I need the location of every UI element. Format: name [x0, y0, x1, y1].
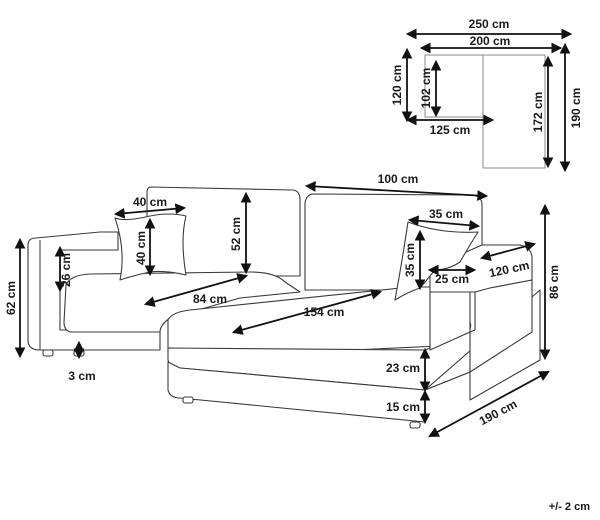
back-cushion-width-arrow: [304, 181, 489, 201]
plan-total-width-label: 250 cm: [469, 17, 510, 31]
total-height-label: 62 cm: [4, 281, 18, 315]
armrest-width-label: 25 cm: [435, 272, 469, 286]
seat-cushion-height-label: 23 cm: [386, 361, 420, 375]
armrest-height-label: 26 cm: [59, 253, 73, 287]
plan-chaise-offset-label: 125 cm: [430, 123, 471, 137]
plan-chaise-inner-label: 172 cm: [531, 92, 545, 133]
sofa-drawing: [27, 186, 541, 429]
chaise-width-arrow: [479, 241, 537, 261]
tolerance-note: +/- 2 cm: [549, 501, 590, 513]
chaise-length-arrow: [231, 289, 383, 335]
seat-depth-arrow: [143, 273, 249, 307]
pillow-right-width-label: 35 cm: [429, 207, 463, 221]
chaise-length-label: 154 cm: [304, 305, 345, 319]
total-length-label: 190 cm: [477, 397, 520, 428]
leg-chaise-right: [409, 421, 421, 429]
plan-depth-back-label: 120 cm: [390, 65, 404, 106]
plan-outline: [424, 54, 546, 169]
right-armrest-outer: [469, 279, 533, 373]
base-height-label: 15 cm: [386, 400, 420, 414]
pillow-right-width-arrow: [407, 215, 481, 231]
back-cushion-width-label: 100 cm: [378, 172, 419, 186]
leg-front-left: [42, 349, 54, 357]
plan-depth-seat-label: 102 cm: [419, 68, 433, 109]
floor-plan: 250 cm 200 cm 120 cm 102 cm 125 cm 172 c…: [390, 17, 583, 173]
pillow-left-width-label: 40 cm: [133, 195, 167, 209]
plan-chaise-total-label: 190 cm: [569, 88, 583, 129]
plan-seat-width-label: 200 cm: [470, 34, 511, 48]
back-height-label: 52 cm: [229, 217, 243, 251]
pillow-right-height-label: 35 cm: [403, 243, 417, 277]
total-length-arrow: [428, 370, 550, 438]
leg-chaise-left: [182, 396, 194, 404]
seat-depth-label: 84 cm: [193, 292, 227, 306]
pillow-left-width-arrow: [113, 203, 187, 219]
pillow-left-height-label: 40 cm: [134, 231, 148, 265]
leg-height-label: 3 cm: [68, 369, 95, 383]
overall-height-label: 86 cm: [547, 265, 561, 299]
